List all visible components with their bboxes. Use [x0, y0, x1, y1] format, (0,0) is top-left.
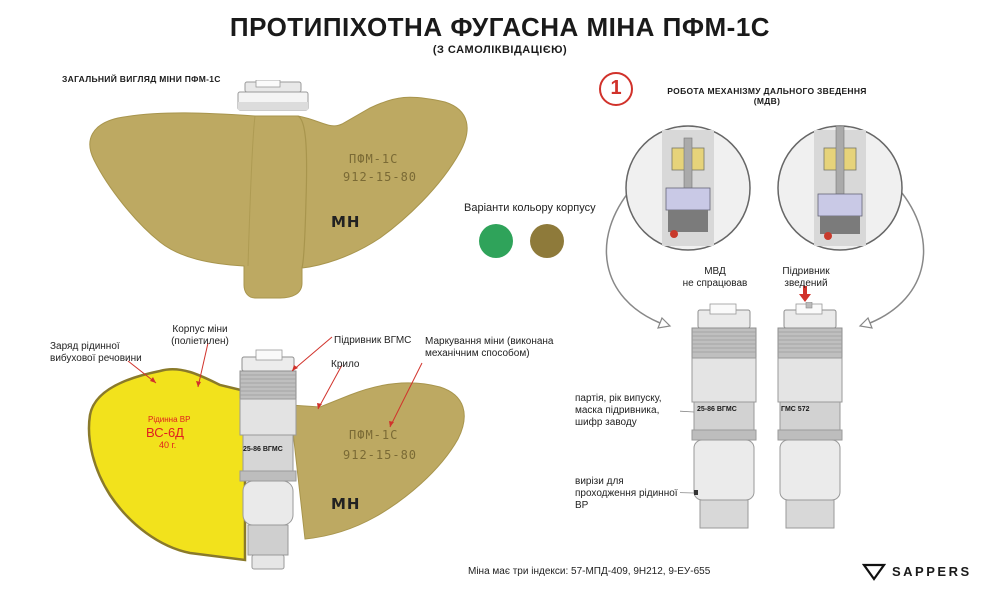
wing-label: Крило	[331, 359, 360, 370]
section-marking-mh: МН	[331, 495, 361, 513]
not-armed-label: МВД не спрацював	[665, 266, 765, 290]
sappers-logo-text: SAPPERS	[892, 564, 972, 579]
section-marking-line1: ПФМ-1С	[349, 428, 399, 442]
step-badge: 1	[599, 72, 633, 106]
mechanism-title: РОБОТА МЕХАНІЗМУ ДАЛЬНОГО ЗВЕДЕННЯ (МДВ)	[667, 86, 867, 106]
not-armed-line2: не спрацював	[682, 278, 748, 289]
sappers-logo: SAPPERS	[862, 562, 982, 584]
section-fuze-code: 25-86 ВГМС	[243, 446, 283, 453]
armed-label: Підривник зведений	[756, 266, 856, 290]
batch-label: партія, рік випуску, маска підривника, ш…	[575, 393, 662, 428]
armed-line2: зведений	[784, 278, 828, 289]
general-view-label: ЗАГАЛЬНИЙ ВИГЛЯД МІНИ ПФМ-1С	[62, 74, 221, 84]
fuze-comparison	[680, 302, 843, 529]
mechanism-title-line1: РОБОТА МЕХАНІЗМУ ДАЛЬНОГО ЗВЕДЕННЯ	[667, 86, 867, 96]
liquid-name: Рідинна ВР	[148, 415, 191, 424]
general-marking-line1: ПФМ-1С	[349, 152, 399, 166]
sappers-logo-icon	[862, 563, 886, 581]
mine-general-view	[89, 80, 468, 299]
mechanism-title-line2: (МДВ)	[753, 96, 781, 106]
color-swatch-green	[479, 224, 513, 258]
indices-note: Міна має три індекси: 57-МПД-409, 9Н212,…	[468, 566, 711, 577]
liquid-mass: 40 г.	[159, 440, 177, 450]
fuze-code-left: 25-86 ВГМС	[697, 406, 737, 413]
general-marking-line2: 912-15-80	[343, 170, 418, 184]
section-marking-line2: 912-15-80	[343, 448, 418, 462]
fuze-label: Підривник ВГМС	[334, 335, 412, 346]
not-armed-line1: МВД	[704, 266, 726, 277]
mdv-diagram	[605, 125, 925, 329]
marking-label: Маркування міни (виконана механічним спо…	[425, 336, 554, 359]
page-title: ПРОТИПІХОТНА ФУГАСНА МІНА ПФМ-1С	[229, 12, 771, 42]
color-swatch-olive	[530, 224, 564, 258]
fuze-code-right: ГМС 572	[781, 406, 810, 413]
cutouts-label: вирізи для проходження рідинної ВР	[575, 476, 678, 511]
charge-label: Заряд рідинної вибухової речовини	[50, 341, 142, 364]
page-subtitle: (З САМОЛІКВІДАЦІЄЮ)	[432, 44, 568, 56]
color-variants-label: Варіанти кольору корпусу	[464, 202, 596, 214]
general-marking-mh: МН	[331, 213, 361, 231]
body-label: Корпус міни (поліетилен)	[171, 324, 229, 347]
mine-section-view	[87, 336, 465, 570]
liquid-type: ВС-6Д	[146, 425, 184, 440]
armed-line1: Підривник	[782, 266, 830, 277]
